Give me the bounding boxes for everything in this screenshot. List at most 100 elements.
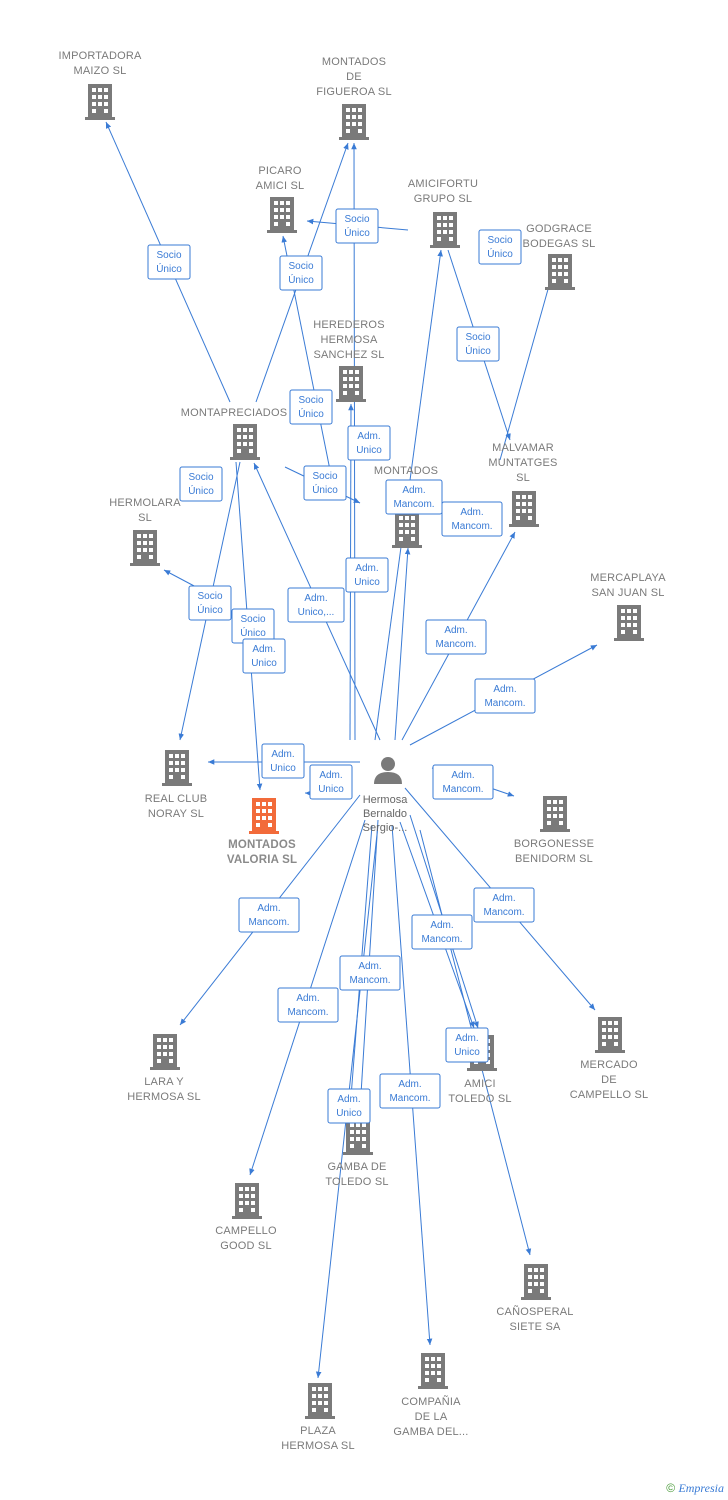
edge-8 — [499, 267, 555, 461]
company-label: FIGUEROA SL — [316, 86, 392, 98]
role-label: Único — [312, 483, 338, 496]
role-box — [277, 987, 339, 1023]
role-label: Socio — [288, 261, 313, 272]
role-badge-r23[interactable]: Adm.Mancom. — [473, 887, 535, 923]
building-icon — [267, 197, 297, 233]
role-label: Unico — [454, 1047, 480, 1058]
role-box — [327, 1088, 371, 1124]
building-icon — [392, 512, 422, 548]
role-badge-r27[interactable]: Adm. Unico — [445, 1027, 489, 1063]
role-badge-r26[interactable]: Adm.Mancom. — [277, 987, 339, 1023]
role-badge-r20[interactable]: Adm.Unico — [309, 764, 353, 800]
person-name: Hermosa — [363, 794, 409, 806]
role-label: Socio — [487, 235, 512, 246]
role-badge-r14[interactable]: Adm.Unico,... — [287, 587, 345, 623]
role-label: Adm. — [455, 1033, 478, 1044]
role-box — [147, 244, 191, 280]
role-label: Unico — [356, 445, 382, 456]
role-badge-r24[interactable]: Adm.Mancom. — [411, 914, 473, 950]
role-label: Socio — [298, 395, 323, 406]
role-label: Unico — [270, 763, 296, 774]
role-box — [345, 557, 389, 593]
role-badge-r22[interactable]: Adm.Mancom. — [238, 897, 300, 933]
role-label: Único — [487, 247, 513, 260]
company-label: HERMOLARA — [109, 497, 181, 509]
role-label: Unico — [354, 577, 380, 588]
role-badge-r19[interactable]: Adm.Unico — [261, 743, 305, 779]
role-badge-r12[interactable]: Adm.Unico — [345, 557, 389, 593]
role-badge-r25[interactable]: Adm.Mancom. — [339, 955, 401, 991]
role-label: Adm. — [257, 903, 280, 914]
company-label: HERMOSA — [320, 334, 377, 346]
building-icon — [614, 605, 644, 641]
role-badge-r7[interactable]: Adm. Unico — [347, 425, 391, 461]
role-box — [303, 465, 347, 501]
role-label: Adm. — [460, 507, 483, 518]
role-label: Único — [344, 226, 370, 239]
role-badge-r28[interactable]: Adm.Unico — [327, 1088, 371, 1124]
brand-logo[interactable]: Empresia — [678, 1481, 724, 1495]
role-badge-r9[interactable]: Adm.Mancom. — [385, 479, 443, 515]
role-badge-r29[interactable]: Adm.Mancom. — [379, 1073, 441, 1109]
person-node[interactable]: HermosaBernaldoSergio-... — [363, 757, 409, 834]
company-node-montapreciados[interactable]: MONTAPRECIADOS — [181, 407, 288, 460]
role-label: Adm. — [398, 1079, 421, 1090]
role-badge-r21[interactable]: Adm.Mancom. — [432, 764, 494, 800]
role-badge-r16[interactable]: Adm.Unico — [242, 638, 286, 674]
company-label: AMICI SL — [256, 180, 305, 192]
role-label: Adm. — [357, 431, 380, 442]
company-label: HERMOSA SL — [127, 1091, 201, 1103]
company-label: MONTADOS — [322, 56, 386, 68]
company-label: SL — [516, 472, 530, 484]
building-icon — [343, 1119, 373, 1155]
role-label: Único — [465, 344, 491, 357]
company-label: CAMPELLO — [215, 1225, 277, 1237]
role-badge-r18[interactable]: Adm.Mancom. — [474, 678, 536, 714]
role-label: Unico — [251, 658, 277, 669]
company-label: MERCADO — [580, 1059, 638, 1071]
role-label: Socio — [197, 591, 222, 602]
building-icon — [230, 424, 260, 460]
role-label: Adm. — [337, 1094, 360, 1105]
role-badge-r17[interactable]: Adm.Mancom. — [425, 619, 487, 655]
company-label: AMICI — [464, 1078, 496, 1090]
person-name: Bernaldo — [363, 808, 407, 820]
role-badge-r10[interactable]: Adm.Mancom. — [441, 501, 503, 537]
company-label: MERCAPLAYA — [590, 572, 666, 584]
company-label: BENIDORM SL — [515, 853, 593, 865]
copyright-icon: © — [666, 1481, 676, 1495]
role-box — [287, 587, 345, 623]
role-box — [238, 897, 300, 933]
company-label: DE — [601, 1074, 617, 1086]
